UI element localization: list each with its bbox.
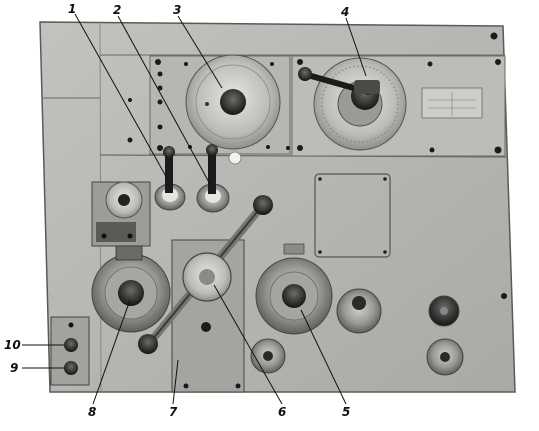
callout-4: 4 [340,5,349,19]
callout-5: 5 [342,405,350,419]
dial-block [91,181,151,247]
callout-10: 10 [4,338,21,352]
callout-8: 8 [88,405,96,419]
knob-small [336,288,382,334]
lever-plate-hole [183,383,189,389]
indicator-lamp [228,151,242,165]
lever-plate-hole [201,322,211,332]
callout-7: 7 [169,405,178,419]
inspection-cover [314,173,391,258]
inspection-cover-screws [318,177,387,254]
knob-small [426,338,464,376]
callout-1: 1 [68,2,76,16]
leader-lines [22,13,367,405]
dial-3 [185,54,281,150]
lever-1 [154,146,186,211]
lever-6 [138,195,273,354]
screw-holes [127,32,507,299]
callout-2: 2 [113,3,121,17]
callout-6: 6 [278,405,286,419]
knob-small [250,338,286,374]
handwheel-8 [91,245,171,333]
switch-plate [50,316,90,386]
callout-3: 3 [173,3,181,17]
lever-plate-hole [235,383,241,389]
dial-4 [298,57,407,151]
callout-9: 9 [10,361,18,375]
knob-small [428,295,460,327]
handwheel-5 [255,243,333,335]
lever-2 [196,144,230,213]
